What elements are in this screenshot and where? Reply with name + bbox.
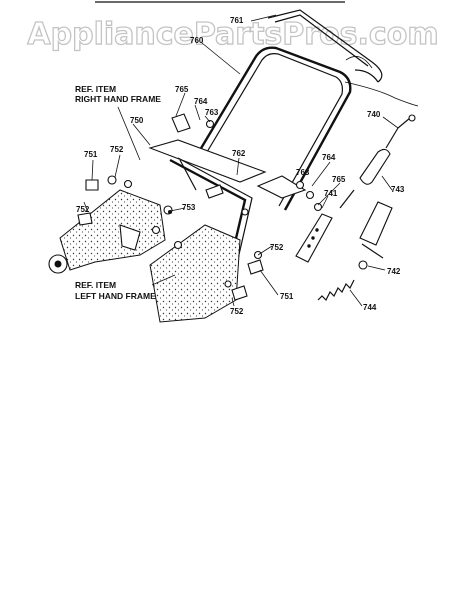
- watermark-text: AppliancePartsPros.com: [27, 17, 438, 52]
- callout-762: 762: [232, 149, 246, 158]
- callout-760: 760: [190, 36, 204, 45]
- upper-handle-760: [198, 46, 352, 211]
- ref-left-hand-frame-line1: REF. ITEM: [75, 280, 116, 290]
- callout-763b: 763: [296, 168, 310, 177]
- callout-764b: 764: [322, 153, 336, 162]
- callout-752b: 752: [76, 205, 90, 214]
- callout-741: 741: [324, 189, 338, 198]
- washer-742: [358, 260, 368, 270]
- callout-752c: 752: [270, 243, 284, 252]
- callout-744: 744: [363, 303, 377, 312]
- ref-right-hand-frame-line1: REF. ITEM: [75, 84, 116, 94]
- callout-752a: 752: [110, 145, 124, 154]
- callout-765b: 765: [332, 175, 346, 184]
- console-750: [148, 139, 307, 199]
- fasteners-right: [295, 180, 323, 212]
- spring-744: [317, 279, 355, 302]
- fasteners-center: [171, 113, 249, 216]
- fasteners-left: [77, 175, 183, 250]
- callout-761: 761: [230, 16, 244, 25]
- fasteners-lower: [224, 250, 264, 301]
- callout-763a: 763: [205, 108, 219, 117]
- ref-right-hand-frame-line2: RIGHT HAND FRAME: [75, 94, 161, 104]
- callout-764a: 764: [194, 97, 208, 106]
- callout-750: 750: [130, 116, 144, 125]
- callout-743: 743: [391, 185, 405, 194]
- cable-bracket-plate: [359, 201, 393, 259]
- leader-lines: [83, 14, 399, 307]
- callout-753: 753: [182, 203, 196, 212]
- callout-752d: 752: [230, 307, 244, 316]
- cable-strand: [344, 81, 419, 107]
- bail-761: [267, 9, 383, 83]
- cable-740: [397, 114, 416, 129]
- callout-751b: 751: [280, 292, 294, 301]
- callout-740: 740: [367, 110, 381, 119]
- cable-743: [339, 127, 399, 209]
- control-bracket: [295, 213, 333, 263]
- callout-765a: 765: [175, 85, 189, 94]
- callout-751a: 751: [84, 150, 98, 159]
- callout-742: 742: [387, 267, 401, 276]
- ref-left-hand-frame-line2: LEFT HAND FRAME: [75, 291, 156, 301]
- right-hand-frame-plate: [48, 189, 166, 274]
